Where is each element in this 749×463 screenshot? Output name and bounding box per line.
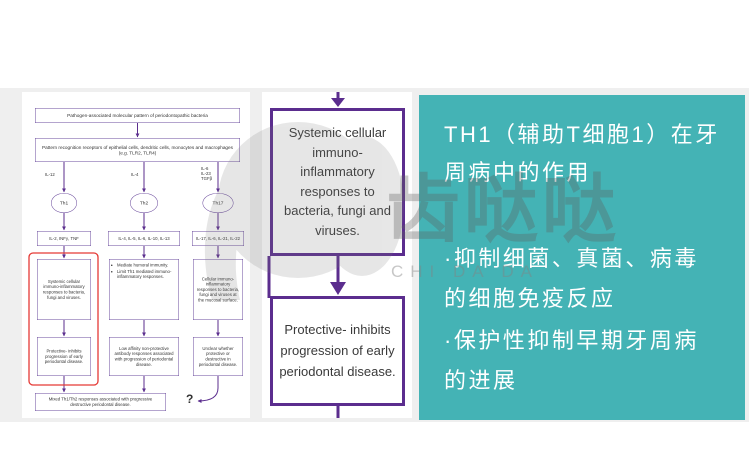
zoom-outcome-line: progression of early [280, 343, 395, 358]
th2-cytokines-box: IL-4, IL-5, IL-6, IL-10, IL-13 [108, 231, 180, 246]
th2-response-item: Limit Th1 mediated immuno-inflammatory r… [117, 269, 176, 280]
receptor-box: Pattern recognition receptors of epithel… [35, 138, 240, 162]
th17-cytokines-box: IL-17, IL-6, IL-21, IL-22 [192, 231, 244, 246]
zoom-outcome-line: periodontal disease. [279, 364, 396, 379]
zoom-connector-arrowhead [330, 282, 346, 295]
zoom-panel: Systemic cellular immuno- inflammatory r… [262, 92, 412, 418]
th2-response-list: Mediate humoral immunity. Limit Th1 medi… [112, 263, 177, 280]
signal-label-th17: IL-6 IL-23 TGFβ [201, 166, 212, 181]
th2-response-item: Mediate humoral immunity. [117, 263, 176, 268]
th1-node: Th1 [51, 193, 77, 213]
signal-label-line: IL-6 [201, 166, 209, 171]
th2-outcome-box: Low affinity non-protective antibody res… [109, 337, 179, 376]
signal-label-th1: IL-12 [45, 172, 55, 177]
unknown-outcome-mark: ? [186, 392, 194, 406]
summary-title-line: 周病中的作用 [444, 160, 592, 185]
th17-outcome-box: Unclear whether protective or destructiv… [193, 337, 243, 376]
mixed-response-box: Mixed Th1/Th2 responses associated with … [35, 393, 166, 411]
zoom-response-line: Systemic cellular [288, 125, 387, 140]
zoom-response-line: immuno- [312, 144, 363, 160]
flowchart-panel: Pathogen-associated molecular pattern of… [22, 92, 250, 418]
summary-point-line: 的细胞免疫反应 [444, 286, 616, 311]
arrow-th17-outcome-to-unknown [197, 376, 219, 403]
signal-label-line: IL-23 [201, 171, 211, 176]
signal-label-line: TGFβ [201, 176, 213, 181]
zoom-outcome-line: Protective- inhibits [284, 322, 391, 337]
flowchart-canvas: Pathogen-associated molecular pattern of… [22, 92, 250, 418]
th2-node: Th2 [130, 193, 158, 213]
th1-outcome-box: Protective- inhibits progression of earl… [37, 337, 91, 376]
th2-response-box: Mediate humoral immunity. Limit Th1 medi… [109, 259, 179, 320]
zoom-top-arrowhead [331, 98, 345, 107]
summary-title-line: TH1（辅助T细胞1）在牙 [444, 122, 720, 147]
summary-point-line: ·抑制细菌、真菌、病毒 [444, 246, 699, 271]
zoom-response-line: bacteria, fungi and [284, 203, 391, 218]
summary-point-line: 的进展 [444, 368, 518, 393]
th1-cytokines-box: IL-2, INFγ, TNF [37, 231, 91, 246]
zoom-response-box: Systemic cellular immuno- inflammatory r… [270, 108, 405, 256]
pamp-box: Pathogen-associated molecular pattern of… [35, 108, 240, 123]
summary-panel: TH1（辅助T细胞1）在牙 周病中的作用 ·抑制细菌、真菌、病毒 的细胞免疫反应… [419, 95, 745, 420]
zoom-response-line: viruses. [315, 222, 360, 238]
th17-node: Th17 [202, 193, 234, 213]
zoom-response-line: inflammatory [300, 164, 375, 179]
zoom-response-line: responses to [300, 183, 375, 199]
th17-response-box: Cellular immuno-inflammatory responses t… [193, 259, 243, 320]
zoom-outcome-box: Protective- inhibits progression of earl… [270, 296, 405, 406]
th1-response-box: Systemic cellular immuno-inflammatory re… [37, 259, 91, 320]
summary-point-line: ·保护性抑制早期牙周病 [444, 328, 699, 353]
signal-label-th2: IL-4 [131, 172, 139, 177]
